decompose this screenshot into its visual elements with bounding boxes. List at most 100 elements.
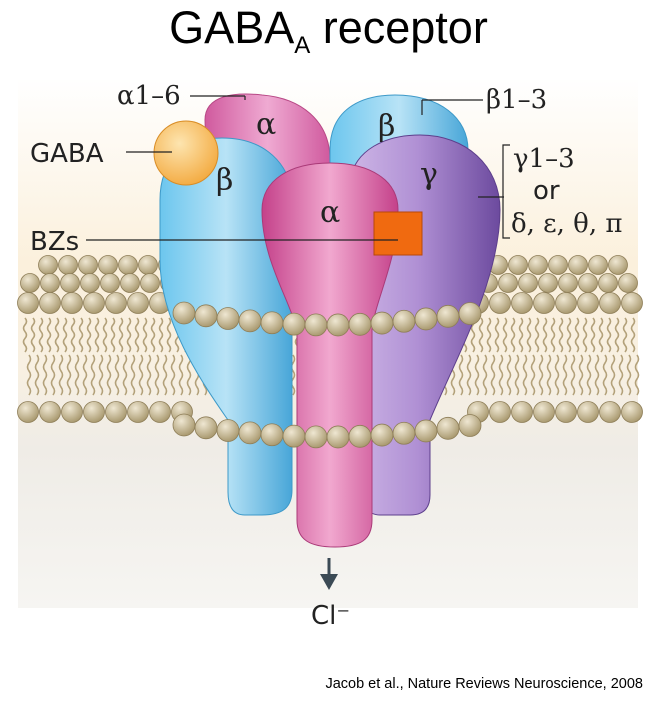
lipid-tail [598, 317, 604, 353]
lipid-head [548, 255, 568, 275]
lipid-head [348, 424, 372, 448]
lipid-tail [150, 317, 156, 353]
lipid-tail [578, 354, 584, 396]
label-gamma-line3: δ, ε, θ, π [511, 209, 622, 239]
lipid-head [528, 255, 548, 275]
lipid-head [578, 273, 598, 293]
lipid-head [83, 401, 105, 423]
lipid-head [216, 307, 240, 330]
lipid-tail [594, 354, 600, 396]
lipid-head [38, 255, 58, 275]
lipid-tail [582, 317, 588, 353]
lipid-tail [34, 354, 40, 396]
gaba-ligand [153, 120, 219, 186]
lipid-tail [494, 317, 500, 353]
title-main: GABA [169, 2, 295, 53]
lipid-head [577, 292, 599, 314]
lipid-head [555, 292, 577, 314]
lipid-head [39, 401, 61, 423]
lipid-tail [546, 354, 552, 396]
lipid-head [304, 425, 328, 449]
label-gamma-line2: or [533, 176, 560, 206]
lipid-tail [42, 354, 48, 396]
arrow-head-icon [320, 574, 338, 590]
subunit-label-gamma: γ [420, 157, 438, 192]
lipid-tail [70, 317, 76, 353]
lipid-tail [538, 354, 544, 396]
lipid-head [370, 423, 394, 447]
lipid-head [414, 419, 438, 443]
lipid-head [260, 423, 284, 447]
lipid-head [518, 273, 538, 293]
label-bzs: BZs [30, 227, 79, 257]
bz-site [373, 211, 423, 256]
lipid-tail [498, 354, 504, 396]
lipid-head [40, 273, 60, 293]
lipid-tail [26, 354, 32, 396]
lipid-head [61, 401, 83, 423]
lipid-tail [126, 317, 132, 353]
lipid-head [498, 273, 518, 293]
lipid-head [326, 313, 350, 337]
lipid-tail [86, 317, 92, 353]
lipid-tail [66, 354, 72, 396]
credit-citation: Jacob et al., Nature Reviews Neuroscienc… [325, 676, 643, 692]
lipid-head [80, 273, 100, 293]
lipid-tail [98, 354, 104, 396]
label-chloride: Cl⁻ [311, 601, 350, 631]
lipid-head [98, 255, 118, 275]
lipid-head [140, 273, 160, 293]
leader-lines [86, 95, 510, 241]
lipid-tail [78, 317, 84, 353]
label-gaba: GABA [30, 139, 104, 169]
lipid-tail [518, 317, 524, 353]
lipid-head [348, 312, 372, 336]
lipid-tail [530, 354, 536, 396]
lipid-tail [478, 317, 484, 353]
lipid-head [621, 292, 643, 314]
lipid-tail [606, 317, 612, 353]
lipid-tail [474, 354, 480, 396]
lipid-head [599, 292, 621, 314]
lipid-tail [634, 354, 640, 396]
lipid-head [533, 401, 555, 423]
lipid-tail [118, 317, 124, 353]
lipid-tail [170, 354, 176, 396]
subunit-label-alpha-back: α [256, 107, 276, 142]
lipid-tail [458, 354, 464, 396]
lipid-head [194, 304, 218, 328]
lipid-head [489, 292, 511, 314]
lipid-head [17, 401, 39, 423]
lipid-head [282, 312, 306, 336]
lipid-tail [554, 354, 560, 396]
lipid-head [60, 273, 80, 293]
lipid-tail [178, 354, 184, 396]
lipid-tail [50, 354, 56, 396]
lipid-tail [466, 354, 472, 396]
lipid-tail [526, 317, 532, 353]
lipid-tail [166, 317, 172, 353]
lipid-head [120, 273, 140, 293]
lipid-tail [158, 317, 164, 353]
lipid-tail [146, 354, 152, 396]
lipid-head [17, 292, 39, 314]
label-alpha-top: α1–6 [117, 81, 181, 111]
lipid-tail [22, 317, 28, 353]
lipid-head [20, 273, 40, 293]
lipid-tail [514, 354, 520, 396]
lipid-tail [130, 354, 136, 396]
lipid-head [194, 416, 218, 440]
lipid-tail [618, 354, 624, 396]
lipid-head [588, 255, 608, 275]
lipid-tail [154, 354, 160, 396]
lipid-tail [590, 317, 596, 353]
lipid-head [172, 301, 196, 325]
lipid-heads-back-row [17, 255, 643, 423]
subunit-label-beta-back: β [378, 109, 395, 144]
lipid-head [118, 255, 138, 275]
lipid-head [621, 401, 643, 423]
lipid-tail [58, 354, 64, 396]
label-gamma-line1: γ1–3 [513, 144, 575, 174]
lipid-tail [622, 317, 628, 353]
lipid-tail [550, 317, 556, 353]
